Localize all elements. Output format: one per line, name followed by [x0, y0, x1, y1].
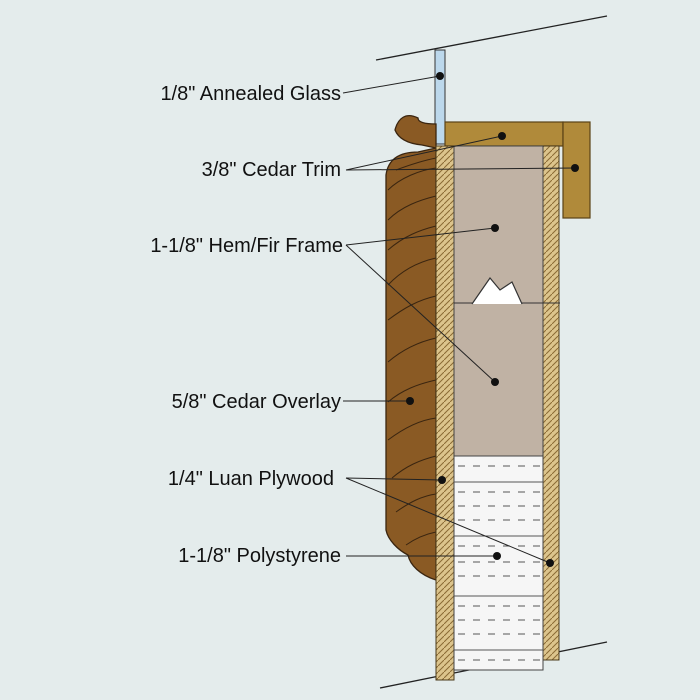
label-hem-fir-frame: 1-1/8" Hem/Fir Frame: [150, 235, 343, 257]
label-cedar-trim: 3/8" Cedar Trim: [202, 159, 341, 181]
label-annealed-glass: 1/8" Annealed Glass: [160, 83, 341, 105]
frame-break-symbol: [471, 277, 523, 305]
glass-pane: [434, 49, 446, 145]
polystyrene-dashes: [454, 465, 543, 661]
top-break-line: [375, 15, 608, 61]
label-polystyrene: 1-1/8" Polystyrene: [178, 545, 341, 567]
label-cedar-overlay: 5/8" Cedar Overlay: [172, 391, 341, 413]
luan-plywood-right: [542, 145, 560, 661]
callout-dots: [406, 72, 579, 567]
polystyrene-core: [453, 455, 544, 671]
label-luan-plywood: 1/4" Luan Plywood: [168, 468, 334, 490]
overlay-grain: [387, 157, 437, 546]
leader-lines: [342, 75, 576, 564]
luan-plywood-left: [435, 145, 455, 681]
